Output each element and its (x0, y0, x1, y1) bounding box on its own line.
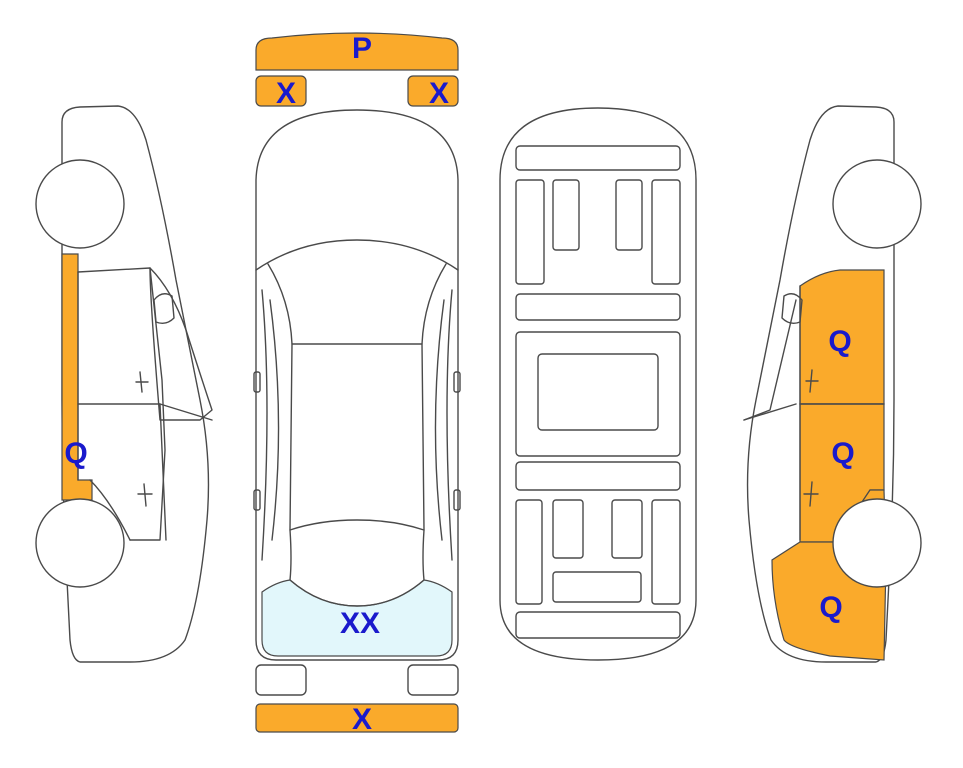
front-bumper-damage (255, 32, 459, 71)
front-bumper-label: P (352, 32, 372, 65)
front-right-light-label: X (429, 77, 449, 110)
underside-body (499, 107, 697, 661)
left-handle-front (135, 371, 149, 393)
right-side-view (743, 105, 922, 663)
rear-right-light (407, 664, 459, 696)
right-front-door-damage (799, 269, 885, 405)
right-mirror (781, 293, 803, 325)
top-car-body (255, 109, 459, 661)
left-handle-rear (137, 483, 153, 507)
right-front-wheel (832, 159, 922, 249)
rear-bumper-label: X (352, 703, 372, 736)
left-rear-wheel (35, 498, 125, 588)
front-right-light-damage (407, 75, 459, 107)
left-front-wheel (35, 159, 125, 249)
windshield-label: XX (340, 607, 380, 640)
right-rear-fender-label: Q (819, 591, 842, 624)
right-handle-front (805, 369, 819, 393)
left-side-window-outline (77, 267, 213, 421)
right-rear-door-label: Q (831, 437, 854, 470)
front-left-light-damage (255, 75, 307, 107)
left-rocker-label: Q (64, 437, 87, 470)
underside-view (499, 107, 697, 661)
right-front-door-label: Q (828, 325, 851, 358)
rear-bumper-damage (255, 703, 459, 733)
damage-labels: P X X XX X Q Q Q Q (64, 32, 854, 736)
top-view (253, 32, 461, 733)
left-mirror (153, 293, 175, 325)
rear-left-light (255, 664, 307, 696)
right-handle-rear (803, 481, 819, 507)
left-side-view (35, 105, 213, 663)
right-rear-wheel (832, 498, 922, 588)
front-left-light-label: X (276, 77, 296, 110)
left-rocker-damage (61, 253, 93, 501)
